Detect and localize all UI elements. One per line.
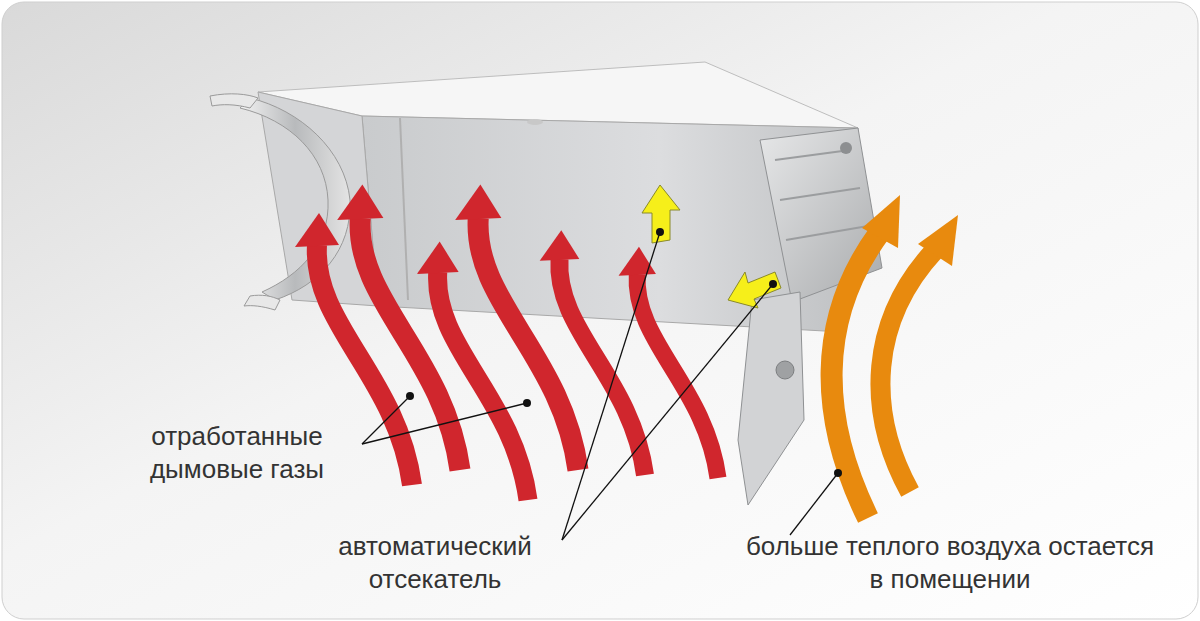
bracket-hole [776,361,794,379]
warm-air-arrows [832,195,958,518]
flue-gas-arrows [295,184,718,500]
callout-label: отработанные дымовые газы [112,420,362,486]
orange-arrow-head [918,215,958,266]
leader-dot [406,392,414,400]
damper-arrow-in [728,272,781,308]
leader-line [562,284,773,540]
damper-arrow-up [642,185,680,243]
pipe-collar [240,98,350,300]
leader-line [362,403,527,444]
leader-dot [656,228,664,236]
leader-dots [406,228,842,477]
red-arrow [619,247,718,478]
orange-arrow-head [862,195,900,248]
flap-hinge [840,142,852,154]
rivet [527,119,543,125]
collar-lip [210,94,258,108]
leader-line [562,232,660,540]
flap-rib [780,188,860,200]
orange-arrow [880,250,935,492]
leader-line [362,396,410,444]
leader-dot [769,280,777,288]
body-seam [400,118,408,300]
leader-lines [362,232,838,540]
flap-rib [775,150,850,160]
callout-label: больше теплого воздуха остается в помеще… [745,530,1155,596]
red-arrow [417,242,528,500]
leader-dot [523,399,531,407]
red-arrow [455,184,578,470]
collar-lip [244,295,280,310]
leader-dot [834,469,842,477]
leader-line [790,473,838,535]
mounting-bracket [738,292,804,505]
flap-rib [786,226,868,240]
callout-label: автоматический отсекатель [300,530,570,596]
